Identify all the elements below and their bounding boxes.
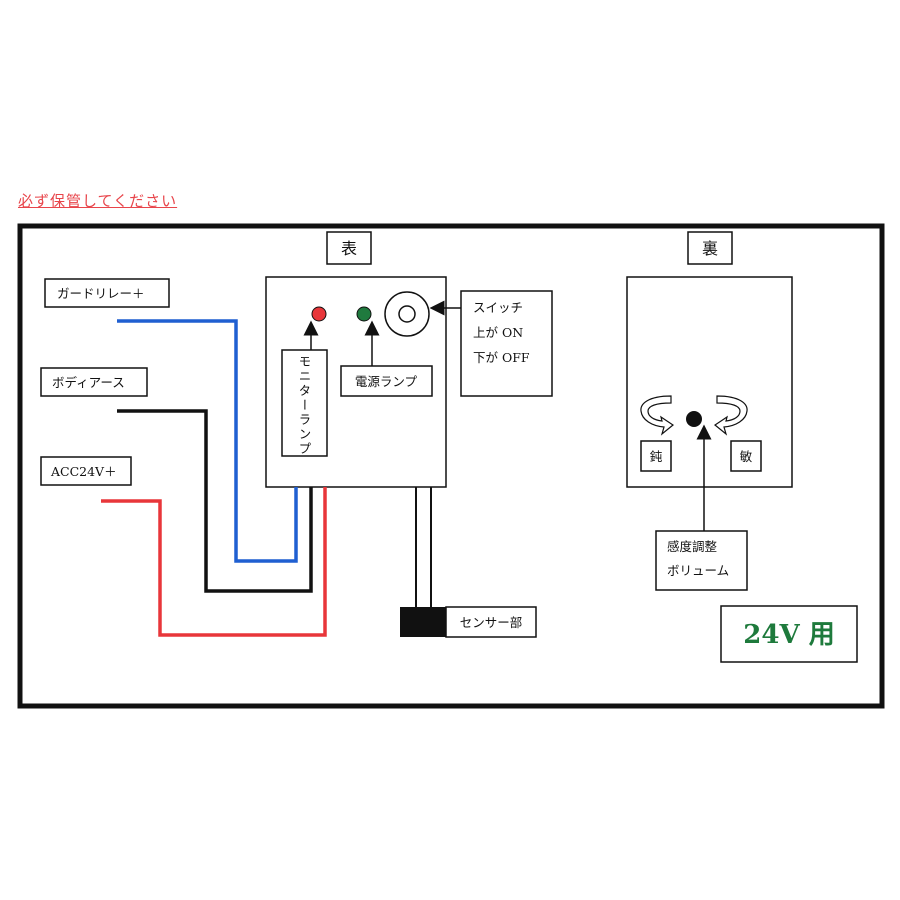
switch-label-line-1: スイッチ [473, 300, 523, 315]
outer-frame [17, 223, 885, 709]
wire-body-earth [117, 409, 313, 593]
dull-label-box [640, 440, 672, 472]
sensor-label: センサー部 [460, 615, 523, 630]
wire-label-guard-relay: ガードリレー＋ [57, 286, 145, 301]
monitor-lamp-label: モニターランプ [297, 355, 312, 457]
rotate-left-arrow-icon [640, 395, 675, 436]
power-lamp-label-box [340, 365, 433, 397]
wire-label-box-acc [40, 456, 132, 486]
wire-label-acc: ACC24V＋ [50, 464, 117, 479]
sensor-label-box [445, 606, 537, 638]
volume-label-line-2: ボリューム [667, 563, 729, 578]
volume-label-line-1: 感度調整 [667, 539, 718, 554]
volume-label-box [655, 530, 748, 591]
power-lamp [356, 306, 372, 322]
sensor-head [400, 607, 446, 637]
back-title-box [687, 231, 733, 265]
wire-label-box-guard-relay [44, 278, 170, 308]
back-title: 裏 [702, 239, 718, 258]
sensitive-label: 敏 [740, 449, 753, 464]
sensitivity-knob[interactable] [686, 411, 702, 427]
keep-notice: 必ず保管してください [18, 192, 178, 210]
switch-label-line-2: 上が ON [473, 325, 523, 340]
switch-label-line-3: 下が OFF [473, 350, 530, 365]
wire-guard-relay [117, 319, 298, 563]
switch-inner[interactable] [398, 305, 416, 323]
wire-label-box-body-earth [40, 367, 148, 397]
monitor-lamp [311, 306, 327, 322]
monitor-lamp-label-box [281, 349, 328, 457]
rotate-right-arrow-icon [713, 395, 748, 436]
wire-label-body-earth: ボディアース [52, 375, 125, 390]
power-lamp-label: 電源ランプ [355, 374, 418, 389]
dull-label: 鈍 [650, 449, 663, 464]
front-title: 表 [341, 239, 357, 258]
switch-label-box [460, 290, 553, 397]
wire-acc [101, 487, 327, 637]
voltage-badge: 24V 用 [743, 620, 834, 650]
voltage-badge-box [720, 605, 858, 663]
sensitive-label-box [730, 440, 762, 472]
front-title-box [326, 231, 372, 265]
